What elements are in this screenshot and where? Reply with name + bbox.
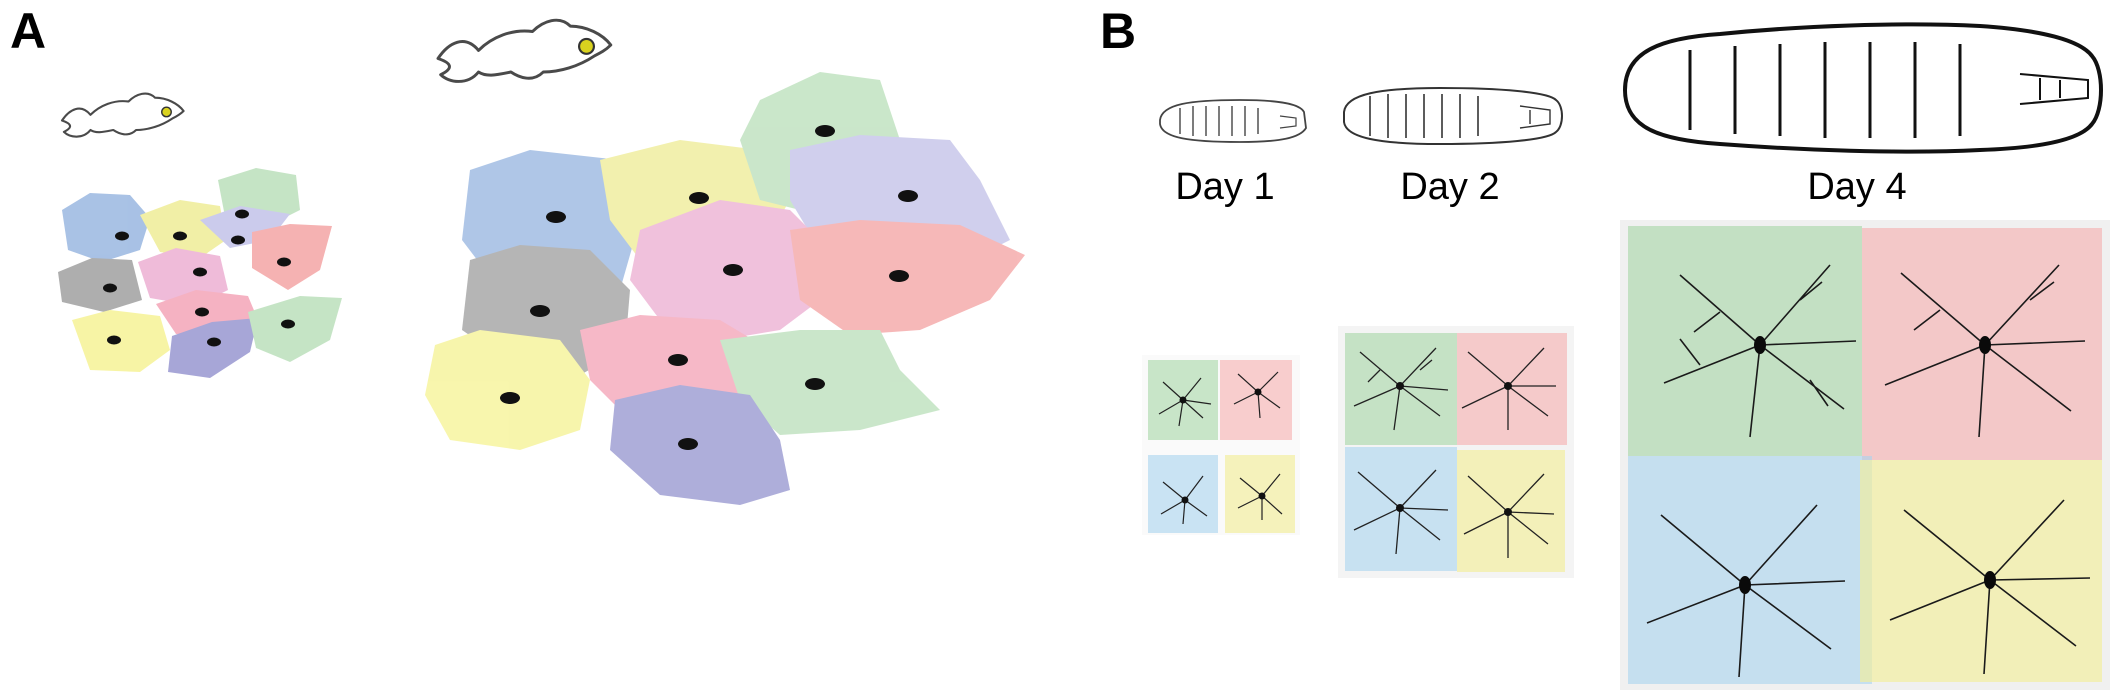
nucleus [115, 231, 129, 241]
tile-gray-small [58, 258, 142, 312]
nucleus [668, 354, 688, 366]
neuron-tile-blue [1628, 456, 1872, 684]
neuron-tile-yellow [1860, 460, 2102, 682]
nucleus [235, 209, 249, 219]
neuron-tile-green [1628, 226, 1862, 456]
nucleus [107, 335, 121, 345]
tile-yellow-small [72, 310, 170, 372]
larva-day4-icon [1622, 22, 2103, 154]
small-cell-tiling [58, 168, 342, 378]
neuron-tiles-day1 [1142, 355, 1300, 535]
neuron-tile-pink [1220, 360, 1292, 440]
larva-day2-icon [1343, 86, 1563, 146]
larva-day1-icon [1159, 99, 1307, 143]
nucleus [281, 319, 295, 329]
nucleus [723, 264, 743, 276]
nucleus [500, 392, 520, 404]
day-label-2: Day 2 [1400, 166, 1500, 208]
day-label-4: Day 4 [1807, 166, 1907, 208]
nucleus [815, 125, 835, 137]
tile-lightyellow-small [140, 200, 226, 258]
panel-label-a: A [10, 3, 47, 59]
nucleus [231, 235, 245, 245]
neuron-tiles-day2 [1338, 326, 1574, 578]
nucleus [195, 307, 209, 317]
nucleus [898, 190, 918, 202]
nucleus [193, 267, 207, 277]
nucleus [277, 257, 291, 267]
tile-blue-small [62, 193, 150, 262]
tile-yellow-large [425, 330, 590, 450]
panel-label-b: B [1100, 3, 1137, 59]
large-cell-nuclei [500, 125, 918, 450]
neuron-tiles-day4 [1620, 220, 2110, 690]
tile-green2-small [248, 296, 342, 362]
tile-red-small [252, 224, 332, 290]
tile-purple-large [610, 385, 790, 505]
nucleus [678, 438, 698, 450]
nucleus [546, 211, 566, 223]
nucleus [805, 378, 825, 390]
tile-green2-large [720, 330, 940, 435]
small-fish-icon [60, 92, 185, 138]
nucleus [530, 305, 550, 317]
nucleus [103, 283, 117, 293]
day-label-1: Day 1 [1175, 166, 1275, 208]
tile-purple-small [168, 318, 258, 378]
nucleus [173, 231, 187, 241]
nucleus [889, 270, 909, 282]
nucleus [689, 192, 709, 204]
nucleus [207, 337, 221, 347]
large-cell-tiling [425, 72, 1025, 505]
small-cell-nuclei [103, 209, 295, 347]
large-fish-icon [436, 18, 613, 83]
